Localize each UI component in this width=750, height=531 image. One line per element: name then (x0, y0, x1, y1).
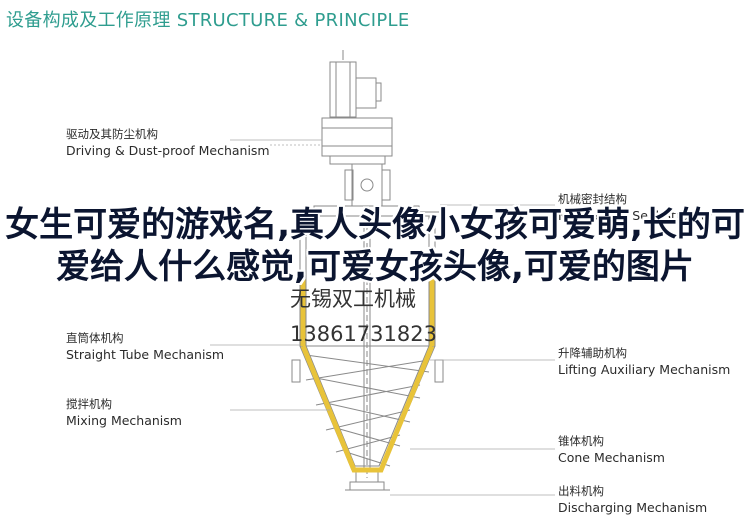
straight-tube (299, 215, 436, 347)
label-seal: 机械密封结构 Mechanical Seal Structure (558, 192, 721, 224)
watermark-phone: 13861731823 (290, 322, 437, 346)
label-seal-en: Mechanical Seal Structure (558, 208, 722, 223)
label-discharge: 出料机构 Discharging Mechanism (558, 484, 707, 516)
label-lift: 升降辅助机构 Lifting Auxiliary Mechanism (558, 346, 730, 378)
label-mix-cn: 搅拌机构 (66, 397, 112, 411)
label-tube-en: Straight Tube Mechanism (66, 347, 225, 362)
highlight-cone (300, 345, 435, 473)
label-driving-en: Driving & Dust-proof Mechanism (66, 143, 270, 158)
label-lift-cn: 升降辅助机构 (558, 346, 627, 360)
label-tube-cn: 直筒体机构 (66, 331, 124, 345)
label-cone-cn: 锥体机构 (558, 434, 604, 448)
motor-side-box (355, 77, 377, 109)
label-mix-en: Mixing Mechanism (66, 413, 182, 428)
label-mix: 搅拌机构 Mixing Mechanism (66, 397, 182, 429)
overlay-caption: 女生可爱的游戏名,真人头像小女孩可爱萌,长的可爱给人什么感觉,可爱女孩头像,可爱… (5, 205, 745, 287)
page-title: 设备构成及工作原理 STRUCTURE & PRINCIPLE (6, 10, 410, 31)
label-tube: 直筒体机构 Straight Tube Mechanism (66, 331, 224, 363)
label-discharge-cn: 出料机构 (558, 484, 604, 498)
motor-body (329, 61, 357, 118)
label-cone-en: Cone Mechanism (558, 450, 665, 465)
label-cone: 锥体机构 Cone Mechanism (558, 434, 665, 466)
seal-housing (351, 163, 383, 207)
reducer (321, 117, 393, 157)
label-seal-cn: 机械密封结构 (558, 192, 627, 206)
label-discharge-en: Discharging Mechanism (558, 500, 708, 515)
label-driving: 驱动及其防尘机构 Driving & Dust-proof Mechanism (66, 127, 270, 159)
label-lift-en: Lifting Auxiliary Mechanism (558, 362, 731, 377)
watermark-company: 无锡双工机械 (290, 287, 416, 311)
label-driving-cn: 驱动及其防尘机构 (66, 127, 158, 141)
